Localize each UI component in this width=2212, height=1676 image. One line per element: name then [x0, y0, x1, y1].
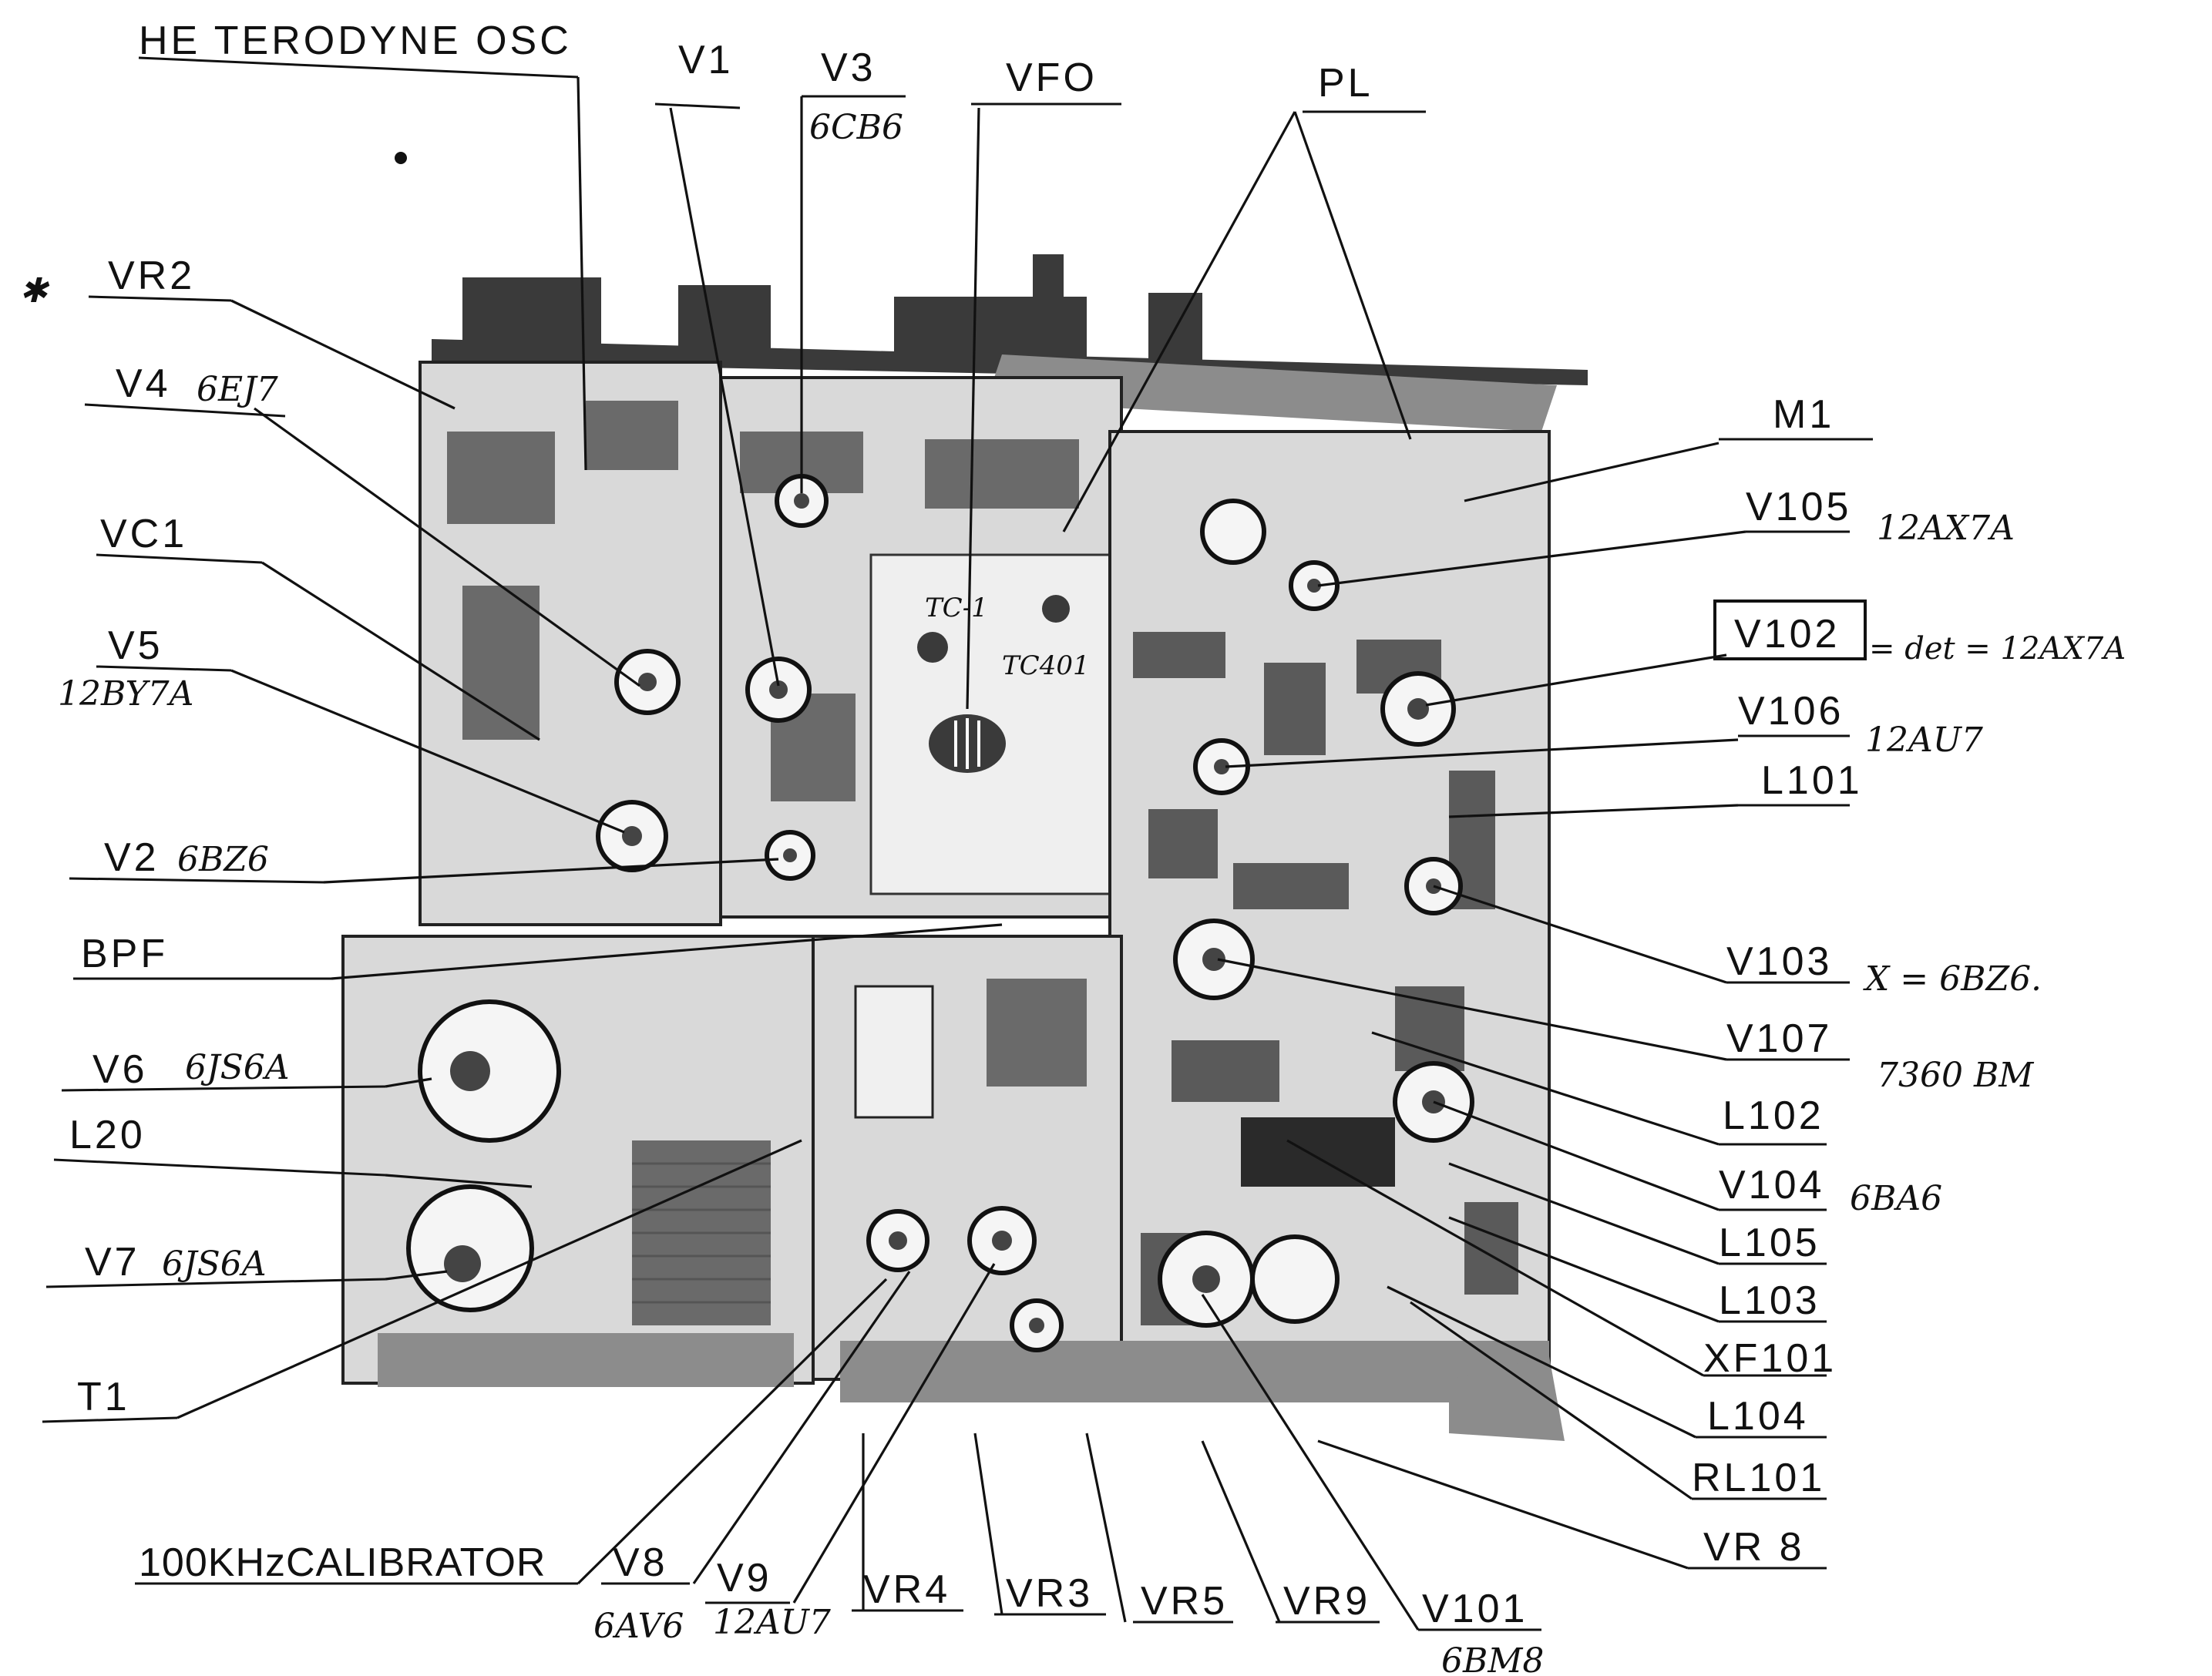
label-bpf: BPF	[81, 932, 168, 976]
label-v2: V2	[104, 835, 160, 880]
label-v5: V5	[108, 623, 163, 668]
note-v5: 12BY7A	[58, 674, 193, 714]
label-v103: V103	[1726, 939, 1832, 984]
note-v102: = det = 12AX7A	[1869, 631, 2126, 667]
label-l102: L102	[1723, 1093, 1824, 1138]
note-v101: 6BM8	[1441, 1641, 1544, 1676]
label-vr8: VR 8	[1703, 1525, 1805, 1570]
note-v9: 12AU7	[713, 1603, 831, 1642]
label-l20: L20	[69, 1113, 146, 1157]
label-heterodyne-osc: HE TERODYNE OSC	[139, 18, 572, 63]
label-v9: V9	[717, 1556, 772, 1600]
label-v6: V6	[92, 1047, 148, 1092]
note-v8: 6AV6	[593, 1607, 684, 1646]
note-v2: 6BZ6	[177, 840, 269, 879]
v102-box	[1713, 600, 1867, 660]
note-v6: 6JS6A	[185, 1048, 290, 1087]
label-t1: T1	[77, 1375, 130, 1419]
label-m1: M1	[1773, 392, 1834, 437]
label-v1: V1	[678, 38, 734, 82]
label-vr5: VR5	[1141, 1579, 1228, 1624]
label-100khz-calibrator: 100KHzCALIBRATOR	[139, 1540, 546, 1585]
board-label-tc1: TC-1	[925, 593, 988, 623]
label-pl: PL	[1318, 61, 1373, 106]
chassis-illustration: TC-1 TC401 ✱	[19, 152, 1588, 1441]
label-v102: V102	[1734, 612, 1840, 657]
label-v104: V104	[1719, 1163, 1824, 1207]
label-vr2: VR2	[108, 254, 195, 298]
note-v104: 6BA6	[1850, 1179, 1942, 1218]
label-vr3: VR3	[1006, 1571, 1093, 1616]
label-v105: V105	[1746, 485, 1851, 529]
label-rl101: RL101	[1692, 1456, 1825, 1500]
label-l101: L101	[1761, 758, 1863, 803]
note-v4: 6EJ7	[197, 370, 278, 409]
label-v107: V107	[1726, 1016, 1832, 1061]
board-label-tc401: TC401	[1002, 650, 1090, 681]
label-l103: L103	[1719, 1278, 1820, 1323]
note-v7: 6JS6A	[162, 1244, 267, 1284]
asterisk-mark: ✱	[19, 271, 50, 311]
note-v106: 12AU7	[1865, 720, 1983, 760]
label-l105: L105	[1719, 1221, 1820, 1265]
label-xf101: XF101	[1703, 1336, 1837, 1381]
note-v105: 12AX7A	[1877, 509, 2015, 548]
label-v8: V8	[613, 1540, 668, 1585]
note-v103: X = 6BZ6.	[1863, 959, 2042, 999]
label-vc1: VC1	[100, 512, 187, 556]
label-vr4: VR4	[863, 1567, 950, 1612]
note-v3: 6CB6	[809, 108, 903, 147]
component-labels: HE TERODYNE OSC V1 V3 6CB6 VFO PL VR2 V4…	[58, 18, 2126, 1676]
label-l104: L104	[1707, 1394, 1809, 1439]
label-v7: V7	[85, 1240, 140, 1285]
label-v3: V3	[821, 45, 876, 90]
label-v101: V101	[1422, 1587, 1528, 1631]
note-v107: 7360 BM	[1877, 1056, 2034, 1095]
label-vfo: VFO	[1006, 55, 1098, 100]
label-v106: V106	[1738, 689, 1844, 734]
leader-lines	[42, 56, 1873, 1631]
label-v4: V4	[116, 361, 171, 406]
label-vr9: VR9	[1283, 1579, 1370, 1624]
